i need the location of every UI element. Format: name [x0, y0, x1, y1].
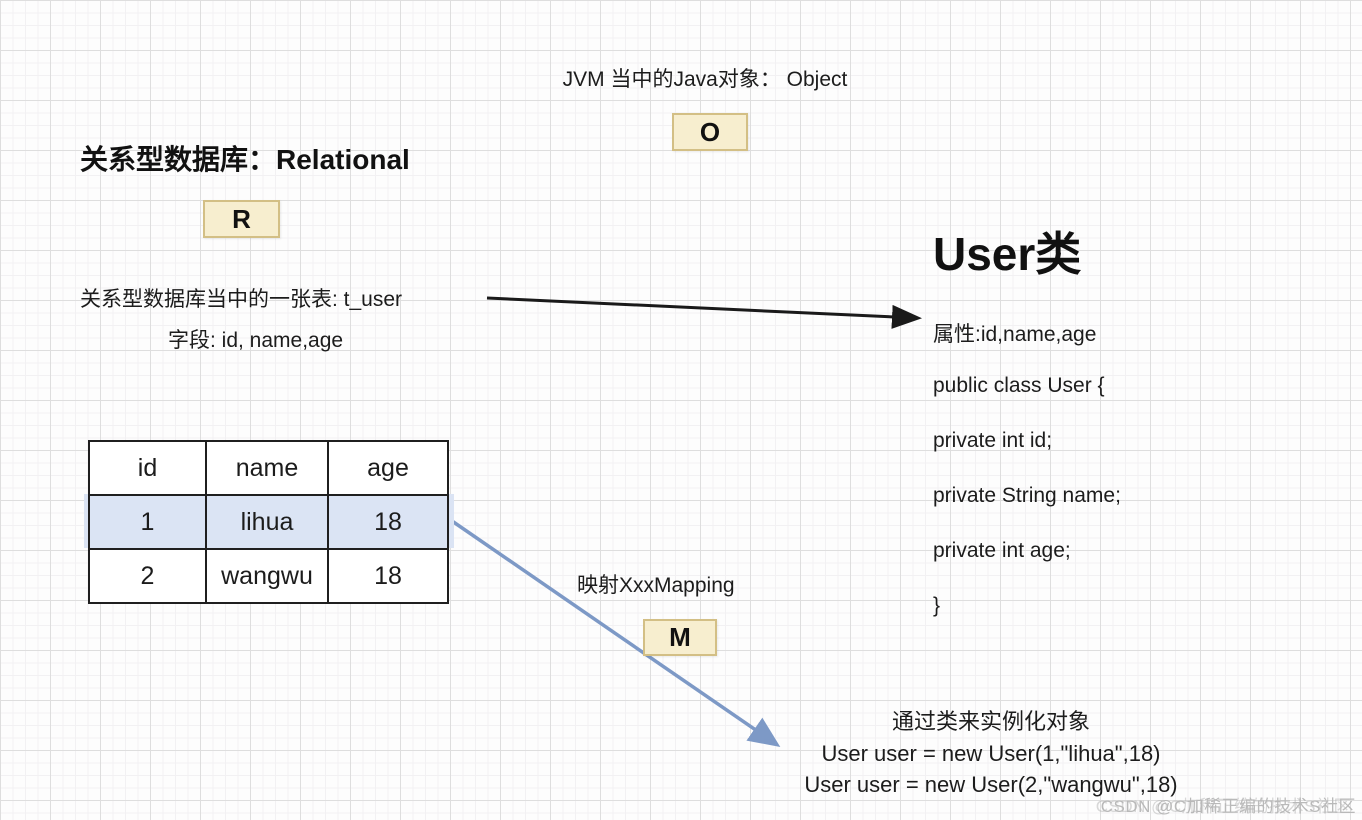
cell-name: lihua — [205, 494, 329, 550]
code-line: private int age; — [933, 539, 1071, 562]
instantiation-caption: 通过类来实例化对象 — [891, 709, 1090, 734]
table-row: 2 wangwu 18 — [88, 548, 449, 604]
code-line: private String name; — [933, 484, 1121, 507]
cell-age: 18 — [327, 494, 449, 550]
user-class-title: User类 — [933, 228, 1082, 280]
header-cell-name: name — [205, 440, 329, 496]
cell-name: wangwu — [205, 548, 329, 604]
table-caption: 关系型数据库当中的一张表: t_user — [80, 288, 403, 311]
code-line: private int id; — [933, 429, 1053, 452]
table-to-class-arrow — [486, 296, 922, 329]
header-cell-id: id — [88, 440, 207, 496]
cell-id: 1 — [88, 494, 207, 550]
t-user-table: id name age 1 lihua 18 2 wangwu 18 — [88, 440, 449, 604]
fields-caption: 字段: id, name,age — [168, 329, 344, 352]
code-line: } — [933, 594, 941, 617]
mapping-caption: 映射XxxMapping — [577, 574, 735, 597]
code-line: public class User { — [933, 374, 1105, 397]
table-row: 1 lihua 18 — [88, 494, 449, 550]
table-header-row: id name age — [88, 440, 449, 496]
csdn-watermark: CSDN @C加稀正编的技术S社区 — [1100, 797, 1356, 816]
user-class-attributes: 属性:id,name,age — [933, 323, 1097, 346]
instantiation-line: User user = new User(2,"wangwu",18) — [804, 772, 1178, 797]
cell-age: 18 — [327, 548, 449, 604]
relational-badge: R — [203, 200, 280, 238]
row-to-object-arrow — [451, 519, 781, 747]
header-cell-age: age — [327, 440, 449, 496]
mapping-badge: M — [643, 619, 717, 656]
jvm-object-caption: JVM 当中的Java对象： Object — [562, 68, 848, 91]
instantiation-line: User user = new User(1,"lihua",18) — [821, 741, 1161, 766]
instantiation-block: 通过类来实例化对象 User user = new User(1,"lihua"… — [745, 706, 1237, 800]
object-badge: O — [672, 113, 748, 151]
relational-title: 关系型数据库：Relational — [80, 144, 410, 175]
cell-id: 2 — [88, 548, 207, 604]
